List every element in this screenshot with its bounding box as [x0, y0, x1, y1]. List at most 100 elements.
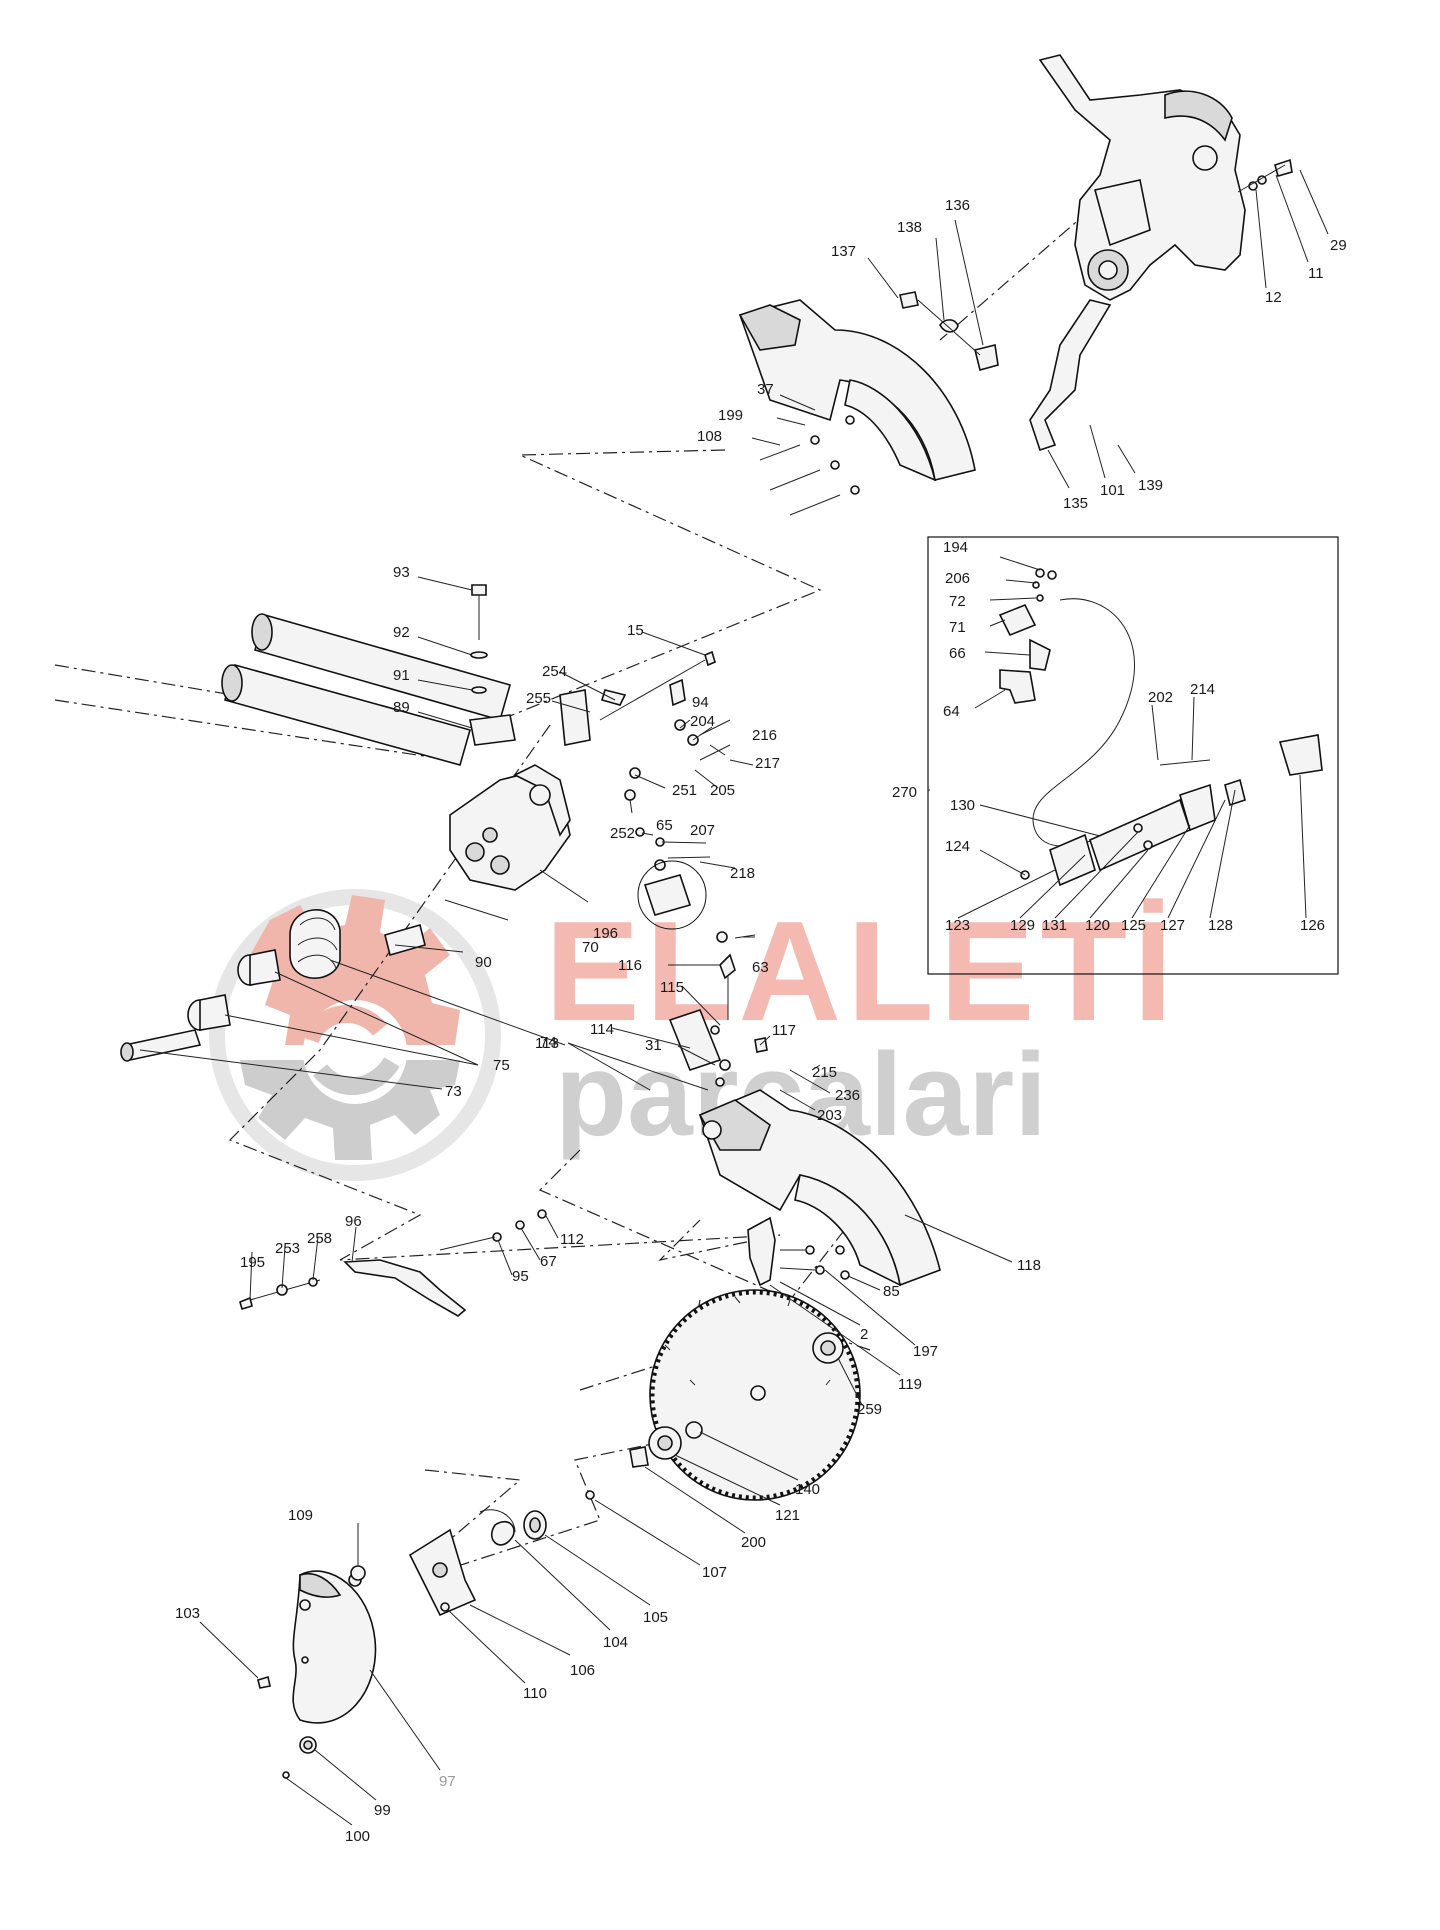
part-label-216: 216: [752, 727, 777, 744]
part-label-214: 214: [1190, 681, 1215, 698]
watermark-gear-icon: [240, 895, 460, 1160]
part-label-114: 114: [590, 1021, 614, 1038]
part-label-92: 92: [393, 624, 410, 641]
part-label-104: 104: [603, 1634, 628, 1651]
riving-plate-119: [747, 1216, 850, 1287]
part-label-85: 85: [883, 1283, 900, 1300]
part-label-108: 108: [697, 428, 722, 445]
part-label-203: 203: [817, 1107, 842, 1124]
part-label-106: 106: [570, 1662, 595, 1679]
part-label-218: 218: [730, 865, 755, 882]
pivot-knob-icon: [1192, 145, 1218, 171]
part-label-66: 66: [949, 645, 966, 662]
part-label-205: 205: [710, 782, 735, 799]
part-label-96: 96: [345, 1213, 362, 1230]
part-label-130: 130: [950, 797, 975, 814]
part-label-236: 236: [835, 1087, 860, 1104]
part-label-90: 90: [475, 954, 492, 971]
part-label-217: 217: [755, 755, 780, 772]
part-label-112: 112: [560, 1231, 584, 1248]
part-label-95: 95: [512, 1268, 529, 1285]
part-label-254: 254: [542, 663, 567, 680]
part-label-63: 63: [752, 959, 769, 976]
part-label-103: 103: [175, 1605, 200, 1622]
part-label-72: 72: [949, 593, 966, 610]
lock-block-63: [637, 860, 756, 943]
part-label-125: 125: [1121, 917, 1146, 934]
watermark: ELALETİ parcalari: [209, 889, 1173, 1181]
part-label-15: 15: [627, 622, 644, 639]
part-label-123: 123: [945, 917, 970, 934]
part-label-101: 101: [1100, 482, 1125, 499]
part-label-75: 75: [493, 1057, 510, 1074]
part-label-109: 109: [288, 1507, 313, 1524]
part-label-135: 135: [1063, 495, 1088, 512]
part-label-255: 255: [526, 690, 551, 707]
part-label-136: 136: [945, 197, 970, 214]
part-label-196: 196: [593, 925, 618, 942]
part-label-99: 99: [374, 1802, 391, 1819]
bolts-108: [759, 415, 860, 516]
part-label-116: 116: [618, 957, 642, 974]
upper-blade-guard: [738, 299, 976, 482]
leader-lines: [139, 169, 1329, 1826]
spring-90-icon: [289, 909, 341, 979]
part-label-138: 138: [897, 219, 922, 236]
part-label-94: 94: [692, 694, 709, 711]
part-label-206: 206: [945, 570, 970, 587]
part-label-37: 37: [757, 381, 774, 398]
spring-and-bushings: [120, 909, 426, 1062]
part-label-97: 97: [439, 1773, 456, 1790]
part-label-119: 119: [898, 1376, 922, 1393]
stopper-89-255-254: [469, 650, 716, 746]
part-label-251: 251: [672, 782, 697, 799]
part-label-252: 252: [610, 825, 635, 842]
inset-frame: [927, 536, 1339, 975]
part-label-11: 11: [1308, 265, 1324, 282]
part-label-140: 140: [795, 1481, 820, 1498]
motor-handle-assembly: [1038, 54, 1293, 301]
part-label-121: 121: [775, 1507, 800, 1524]
part-label-129: 129: [1010, 917, 1035, 934]
part-label-215: 215: [812, 1064, 837, 1081]
part-label-89: 89: [393, 699, 410, 716]
part-label-31: 31: [645, 1037, 662, 1054]
part-label-70: 70: [582, 939, 599, 956]
saw-blade: [649, 1289, 861, 1501]
screws-lower: [257, 1565, 450, 1779]
part-label-91: 91: [393, 667, 410, 684]
part-label-73: 73: [445, 1083, 462, 1100]
part-label-105: 105: [643, 1609, 668, 1626]
part-label-100: 100: [345, 1828, 370, 1845]
part-label-194: 194: [943, 539, 968, 556]
lower-swing-arm-118: [698, 1089, 941, 1287]
part-label-65: 65: [656, 817, 673, 834]
part-label-197: 197: [913, 1343, 938, 1360]
part-label-139: 139: [1138, 477, 1163, 494]
safety-guard-97: [292, 1570, 377, 1724]
part-label-124: 124: [945, 838, 970, 855]
part-label-74: 74: [540, 1034, 557, 1051]
part-label-110: 110: [523, 1685, 547, 1702]
inset-label-270: 270: [892, 784, 917, 801]
part-label-93: 93: [393, 564, 410, 581]
switch-icon: [1049, 833, 1096, 887]
part-label-115: 115: [660, 979, 684, 996]
part-label-202: 202: [1148, 689, 1173, 706]
part-label-126: 126: [1300, 917, 1325, 934]
arm-holder-70: [449, 764, 571, 891]
part-label-2: 2: [860, 1326, 868, 1343]
part-label-113: 113: [535, 1035, 559, 1052]
inset-switch-cable-box: [927, 536, 1339, 975]
part-label-127: 127: [1160, 917, 1185, 934]
spring-136-138: [899, 291, 999, 371]
part-label-29: 29: [1330, 237, 1347, 254]
part-label-67: 67: [540, 1253, 557, 1270]
part-label-200: 200: [741, 1534, 766, 1551]
part-label-71: 71: [949, 619, 966, 636]
part-label-120: 120: [1085, 917, 1110, 934]
part-label-117: 117: [772, 1022, 796, 1039]
